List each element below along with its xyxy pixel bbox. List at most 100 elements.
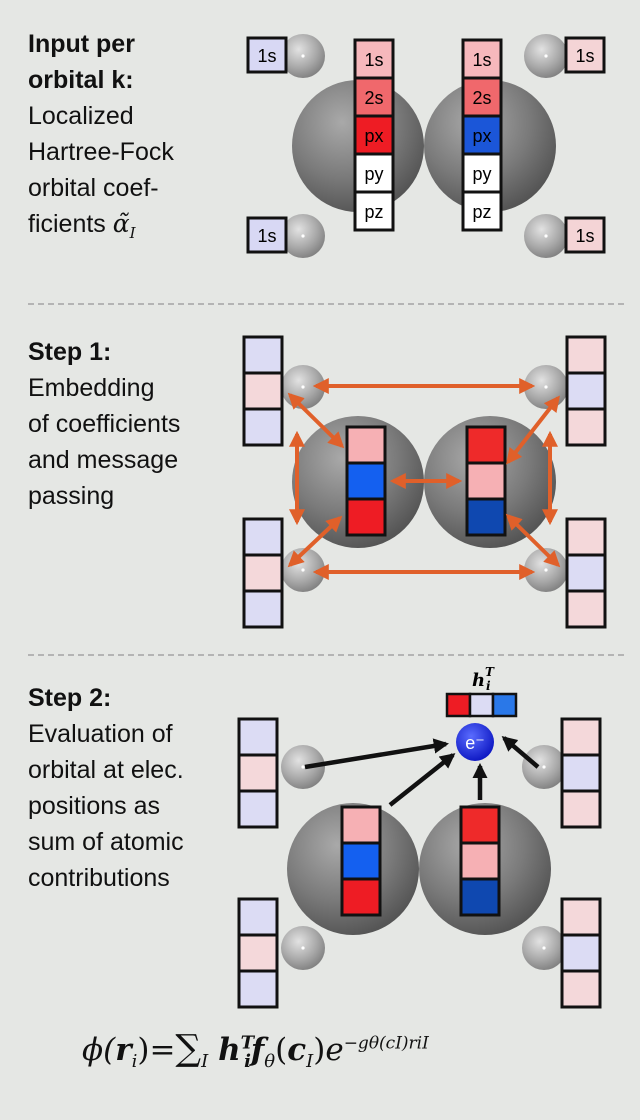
svg-text:T: T	[485, 665, 495, 679]
nucleus-dot	[301, 765, 305, 769]
panel-input-line-1: Localized	[28, 102, 134, 130]
hydrogen-1s-box: 1s	[564, 216, 606, 254]
svg-text:2s: 2s	[472, 88, 491, 108]
embedding-column-h-top-left	[237, 717, 279, 829]
formula-c: c	[287, 1032, 307, 1068]
nucleus-dot	[301, 385, 305, 389]
hydrogen-1s-box: 1s	[246, 36, 288, 74]
orbital-column-left: 1s 2s px py pz	[353, 38, 395, 232]
embedding-column-h-bottom-right	[565, 517, 607, 629]
step1-heading: Step 1:	[28, 338, 112, 366]
step2-line-3: positions as	[28, 792, 161, 820]
h-vector	[445, 692, 518, 718]
formula-h-sub: i	[244, 1051, 251, 1073]
svg-text:px: px	[364, 126, 383, 146]
step2-line-2: orbital at elec.	[28, 756, 184, 784]
embedding-column-h-top-right	[565, 335, 607, 447]
step2-line-4: sum of atomic	[28, 828, 184, 856]
formula-theta: θ	[264, 1051, 276, 1073]
step1-line-3: and message	[28, 446, 179, 474]
formula-exp-base: e	[325, 1032, 344, 1068]
coef-subscript: I	[129, 224, 136, 242]
step1-line-2: of coefficients	[28, 410, 181, 438]
formula-eq: )=	[137, 1032, 176, 1068]
formula-f: f	[250, 1032, 265, 1068]
svg-text:1s: 1s	[257, 226, 276, 246]
formula-c-sub: I	[306, 1051, 314, 1073]
step2-line-5: contributions	[28, 864, 170, 892]
svg-text:py: py	[364, 164, 383, 184]
contribution-arrow	[304, 738, 450, 770]
panel-input-text: Input per orbital k: Localized Hartree-F…	[28, 26, 174, 251]
embedding-column-h-bottom-left	[242, 517, 284, 629]
svg-text:e⁻: e⁻	[465, 733, 485, 753]
nucleus-dot	[544, 385, 548, 389]
step2-heading: Step 2:	[28, 684, 112, 712]
formula-exponent: −gθ(cI)riI	[343, 1033, 429, 1054]
coef-symbol: α̃	[112, 209, 130, 238]
svg-text:h: h	[472, 670, 485, 691]
embedding-column-h-top-left	[242, 335, 284, 447]
embedding-column-c-left	[345, 425, 387, 537]
hydrogen-1s-box: 1s	[564, 36, 606, 74]
embedding-column-c-right	[459, 805, 501, 917]
formula-phi: ϕ(	[82, 1032, 116, 1068]
nucleus-dot	[542, 765, 546, 769]
svg-text:1s: 1s	[257, 46, 276, 66]
svg-text:pz: pz	[364, 202, 383, 222]
nucleus-dot	[544, 54, 548, 58]
panel-input-line-4-text: ficients	[28, 210, 106, 238]
panel-input: Input per orbital k: Localized Hartree-F…	[0, 0, 640, 300]
separator	[28, 654, 624, 656]
message-arrow	[287, 515, 343, 568]
contribution-arrows	[304, 736, 540, 807]
formula-r: r	[115, 1032, 132, 1068]
contribution-arrow	[388, 753, 456, 807]
h-vector-label: h T i	[472, 665, 495, 693]
step2-line-1: Evaluation of	[28, 720, 173, 748]
orbital-formula: ϕ(ri)=∑I hTifθ(cI)e−gθ(cI)riI	[82, 1028, 429, 1073]
nucleus-dot	[544, 568, 548, 572]
hydrogen-1s-box: 1s	[246, 216, 288, 254]
formula-r-sub: i	[131, 1051, 138, 1073]
message-arrow	[505, 513, 561, 568]
svg-text:1s: 1s	[575, 226, 594, 246]
panel-input-heading-2: orbital k:	[28, 66, 134, 94]
nucleus-dot	[301, 946, 305, 950]
svg-text:py: py	[472, 164, 491, 184]
svg-text:1s: 1s	[364, 50, 383, 70]
orbital-column-right: 1s 2s px py pz	[461, 38, 503, 232]
svg-text:1s: 1s	[472, 50, 491, 70]
nucleus-dot	[542, 946, 546, 950]
embedding-column-h-top-right	[560, 717, 602, 829]
step1-line-1: Embedding	[28, 374, 155, 402]
panel-input-line-3: orbital coef-	[28, 174, 159, 202]
formula-sum: ∑	[175, 1028, 202, 1069]
step1-line-4: passing	[28, 482, 115, 510]
embedding-column-c-left	[340, 805, 382, 917]
separator	[28, 303, 624, 305]
message-passing-arrows	[287, 378, 561, 580]
contribution-arrow	[501, 736, 540, 769]
svg-text:2s: 2s	[364, 88, 383, 108]
embedding-column-h-bottom-right	[560, 897, 602, 1009]
panel-step2-text: Step 2: Evaluation of orbital at elec. p…	[28, 680, 184, 896]
nucleus-dot	[301, 54, 305, 58]
panel-step1-text: Step 1: Embedding of coefficients and me…	[28, 334, 180, 514]
formula-sum-sub: I	[201, 1051, 209, 1073]
panel-input-diagram: 1s 1s 1s 1s 1s 2s px py pz	[246, 34, 606, 258]
formula-h: h	[218, 1032, 241, 1068]
electron: e⁻	[456, 723, 494, 761]
nucleus-dot	[544, 234, 548, 238]
svg-text:px: px	[472, 126, 491, 146]
message-arrow	[506, 395, 560, 465]
message-arrow	[287, 392, 345, 449]
panel-input-line-2: Hartree-Fock	[28, 138, 174, 166]
panel-input-line-4: ficients α̃I	[28, 206, 174, 251]
panel-input-heading-1: Input per	[28, 30, 135, 58]
svg-text:1s: 1s	[575, 46, 594, 66]
svg-text:pz: pz	[472, 202, 491, 222]
nucleus-dot	[301, 234, 305, 238]
